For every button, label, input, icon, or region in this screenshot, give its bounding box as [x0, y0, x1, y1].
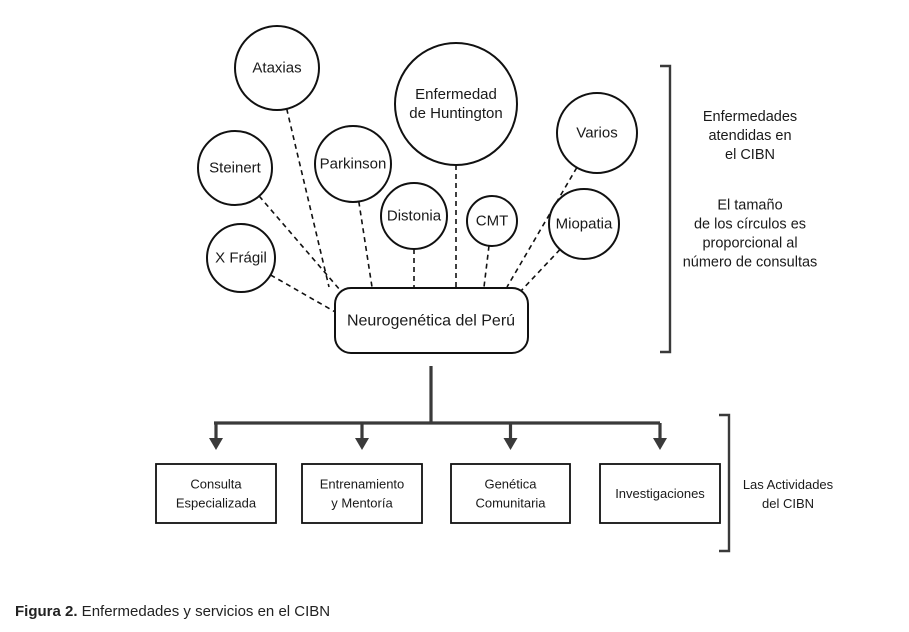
cmt-connector — [483, 245, 490, 288]
figure-caption-text: Enfermedades y servicios en el CIBN — [77, 603, 331, 620]
dashed-connectors — [258, 108, 578, 314]
ataxias-node-circle — [234, 25, 320, 111]
cmt-node: CMT — [466, 195, 518, 247]
x-fragil-connector — [270, 274, 338, 314]
miopatia-connector — [518, 248, 561, 294]
investigaciones-box-frame — [599, 463, 721, 524]
arrowhead-3 — [503, 438, 518, 450]
parkinson-node: Parkinson — [314, 125, 392, 203]
varios-node-label: Varios — [576, 125, 617, 142]
x-fragil-node-circle — [206, 223, 276, 293]
arrowhead-2 — [355, 438, 369, 450]
distonia-node: Distonia — [380, 182, 448, 250]
steinert-connector — [258, 195, 341, 291]
figure-caption-label: Figura 2. — [15, 603, 78, 620]
miopatia-node-label: Miopatia — [556, 216, 613, 233]
varios-node-circle — [556, 92, 638, 174]
cmt-node-label: CMT — [476, 213, 509, 230]
cmt-node-circle — [466, 195, 518, 247]
distonia-node-label: Distonia — [387, 208, 442, 225]
miopatia-node-circle — [548, 188, 620, 260]
ataxias-connector — [285, 108, 330, 288]
x-fragil-node-label: X Frágil — [215, 250, 267, 267]
investigaciones-box: Investigaciones — [599, 463, 721, 524]
parkinson-connector — [358, 201, 373, 288]
center-node-group: Neurogenética del Perú — [334, 287, 529, 354]
center-node-box — [334, 287, 529, 354]
activities-bracket — [719, 413, 731, 553]
x-fragil-node: X Frágil — [206, 223, 276, 293]
arrowhead-4 — [653, 438, 667, 450]
huntington-node-circle — [394, 42, 518, 166]
steinert-node-label: Steinert — [209, 160, 262, 177]
steinert-node-circle — [197, 130, 273, 206]
distonia-node-circle — [380, 182, 448, 250]
steinert-node: Steinert — [197, 130, 273, 206]
diseases-bracket — [660, 64, 672, 354]
activity-tree — [209, 366, 667, 450]
center-node: Neurogenética del Perú — [334, 287, 529, 354]
consulta-box-frame — [155, 463, 277, 524]
arrowhead-1 — [209, 438, 223, 450]
varios-node: Varios — [556, 92, 638, 174]
ataxias-node: Ataxias — [234, 25, 320, 111]
investigaciones-box-label: Investigaciones — [615, 486, 705, 501]
parkinson-node-label: Parkinson — [320, 156, 387, 173]
entrenamiento-box-frame — [301, 463, 423, 524]
miopatia-node: Miopatia — [548, 188, 620, 260]
center-node-label: Neurogenética del Perú — [347, 313, 515, 330]
figure-caption: Figura 2. Enfermedades y servicios en el… — [15, 603, 330, 620]
ataxias-node-label: Ataxias — [252, 60, 301, 77]
parkinson-node-circle — [314, 125, 392, 203]
genetica-box-frame — [450, 463, 571, 524]
